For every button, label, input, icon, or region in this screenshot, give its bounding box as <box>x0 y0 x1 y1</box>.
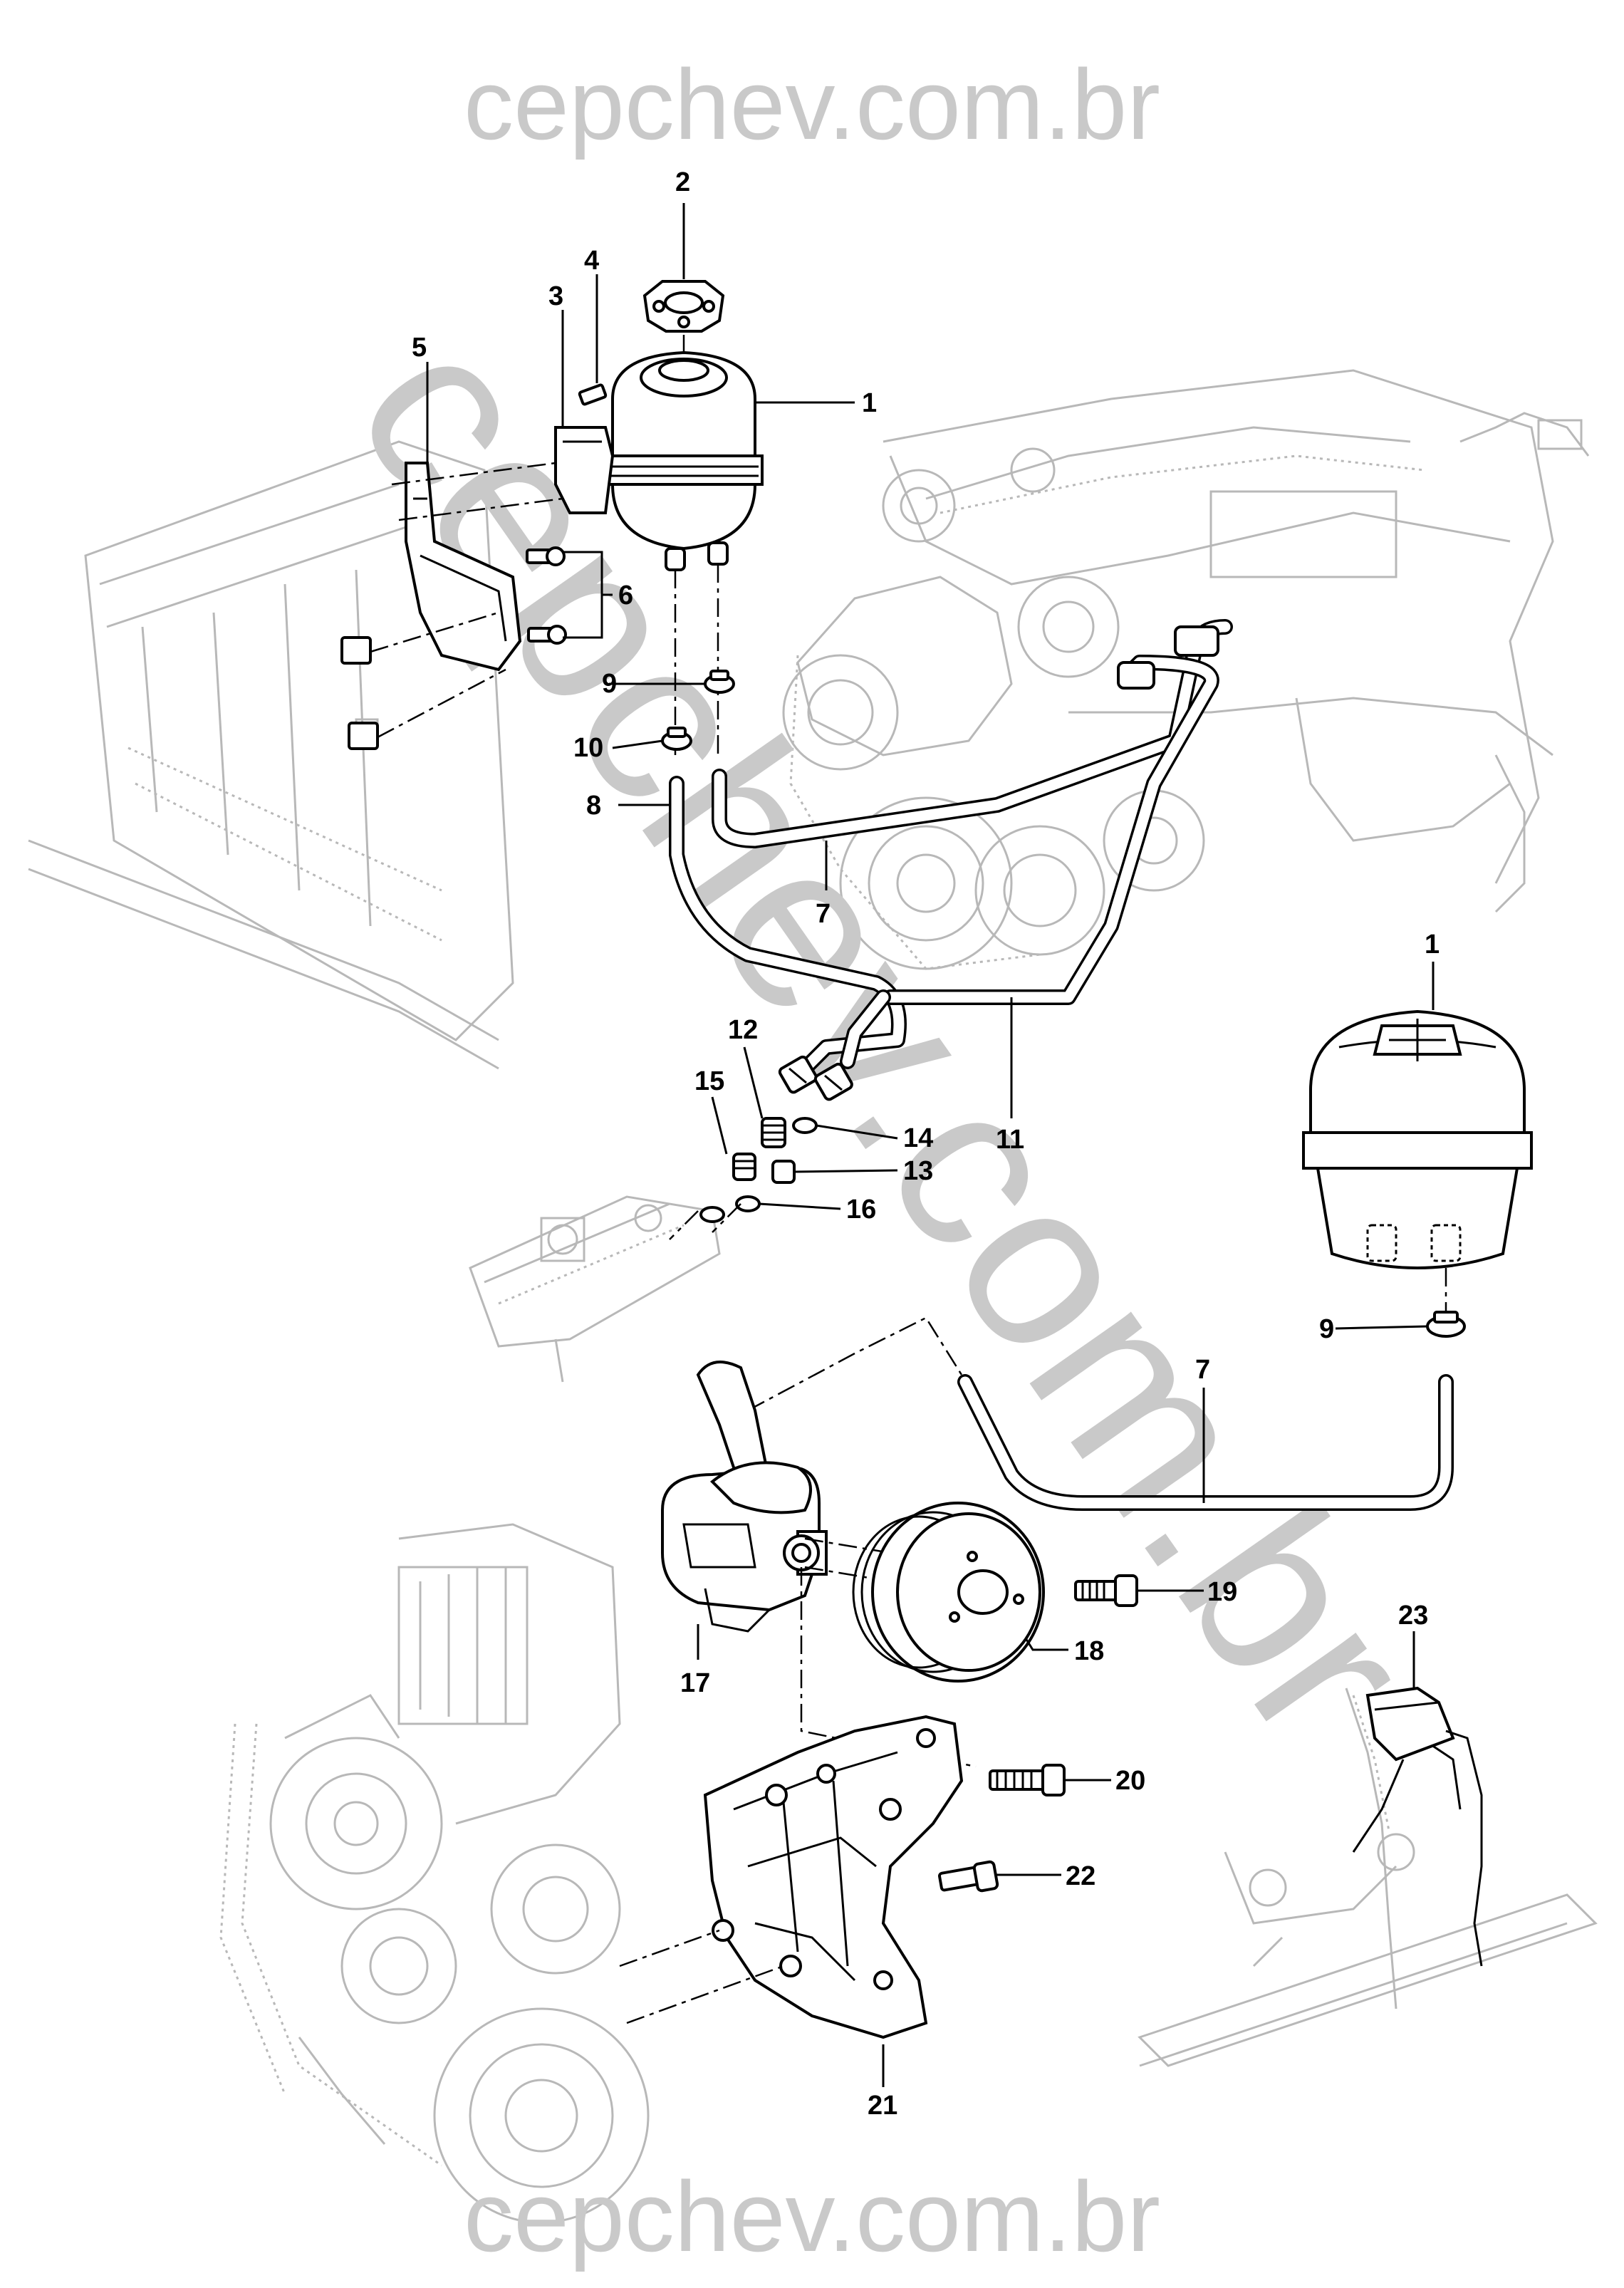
callout-9-upper: 9 <box>602 669 617 699</box>
fitting-nut-left <box>778 1055 818 1094</box>
watermark-top: cepchev.com.br <box>464 48 1160 160</box>
bolt-20 <box>989 1764 1066 1796</box>
callout-5: 5 <box>412 333 427 363</box>
hose-fitting-mid <box>1117 661 1155 690</box>
washer-14 <box>792 1117 818 1134</box>
bracket-5 <box>340 462 563 750</box>
callout-3: 3 <box>548 281 563 311</box>
callout-17: 17 <box>680 1668 710 1698</box>
screw-6-lower <box>527 625 567 645</box>
hose-7-upper <box>712 619 1233 848</box>
callout-labels: 1 2 3 4 5 6 7 8 9 10 11 12 13 14 15 16 1… <box>412 167 1440 2121</box>
callout-8: 8 <box>586 791 601 821</box>
callout-6: 6 <box>618 581 633 610</box>
callout-15: 15 <box>694 1066 724 1096</box>
bracket-3 <box>554 426 615 514</box>
connector-23 <box>1352 1686 1483 1967</box>
callout-23: 23 <box>1398 1601 1428 1631</box>
background-engine-lower-left <box>219 1523 650 2224</box>
background-steering-gear <box>469 1195 721 1383</box>
leader-lines <box>426 203 1435 2087</box>
fitting-nut-right <box>813 1062 853 1101</box>
callout-12: 12 <box>728 1015 758 1045</box>
reservoir-1-lower <box>1302 1009 1533 1318</box>
callout-1-lower: 1 <box>1425 930 1440 960</box>
callout-18: 18 <box>1074 1636 1104 1666</box>
screw-4 <box>578 383 608 406</box>
bracket-21 <box>619 1715 964 2039</box>
pump-17 <box>661 1361 977 1768</box>
reservoir-1-upper <box>604 350 764 755</box>
reservoir-cap-2 <box>642 280 725 353</box>
background-engine-upper-right <box>782 369 1590 970</box>
fitting-12 <box>761 1117 786 1148</box>
callout-2: 2 <box>675 167 690 197</box>
callout-20: 20 <box>1115 1766 1145 1796</box>
callout-19: 19 <box>1207 1577 1237 1607</box>
washer-15 <box>699 1206 725 1223</box>
clamp-9-lower <box>1426 1311 1466 1338</box>
screws-6 <box>526 546 567 645</box>
callout-7-lower: 7 <box>1195 1355 1210 1385</box>
clip-upper <box>340 636 372 665</box>
callout-22: 22 <box>1066 1861 1095 1891</box>
hose-fitting-upper <box>1174 625 1219 657</box>
clip-lower <box>348 722 379 750</box>
callout-14: 14 <box>903 1123 933 1153</box>
callout-21: 21 <box>868 2091 897 2121</box>
hose-8-11-pressure-lines <box>669 655 1219 1076</box>
background-frame-lower-right <box>1138 1688 1598 2067</box>
callout-10: 10 <box>573 733 603 763</box>
hose-7-lower <box>747 1316 1454 1511</box>
watermark-bottom: cepchev.com.br <box>464 2160 1160 2272</box>
fitting-13 <box>771 1160 796 1184</box>
callout-11: 11 <box>996 1125 1024 1155</box>
screw-19 <box>1074 1574 1138 1607</box>
callout-1-upper: 1 <box>862 388 877 418</box>
callout-7-upper: 7 <box>816 899 831 929</box>
screw-6-upper <box>526 546 566 566</box>
fitting-15 <box>732 1153 756 1181</box>
fittings-12-16 <box>669 1055 853 1240</box>
clamp-10 <box>661 727 692 751</box>
clamp-9-upper <box>704 670 735 694</box>
callout-16: 16 <box>846 1195 876 1224</box>
callout-13: 13 <box>903 1156 933 1186</box>
callout-9-lower: 9 <box>1319 1314 1334 1344</box>
bolt-22 <box>938 1860 999 1893</box>
pulley-18 <box>852 1502 1045 1683</box>
callout-4: 4 <box>584 246 599 276</box>
